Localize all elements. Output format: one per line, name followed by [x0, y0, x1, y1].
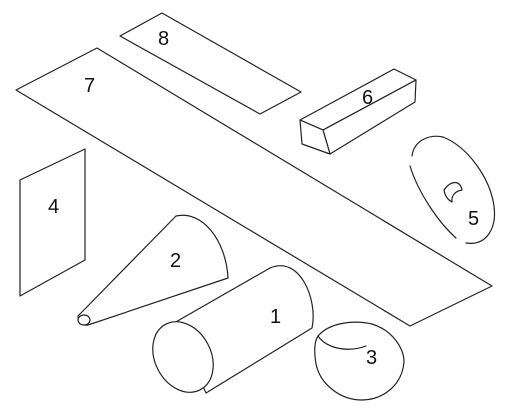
- shape-5-label: 5: [468, 208, 479, 230]
- shape-3-short-cylinder: 3: [314, 321, 405, 401]
- shape-8-plane: 8: [119, 12, 302, 115]
- shape-2-label: 2: [170, 250, 181, 272]
- shape-8-label: 8: [158, 28, 169, 50]
- shape-4-label: 4: [48, 196, 59, 218]
- shape-2-cone: 2: [77, 214, 229, 326]
- shape-3-label: 3: [366, 347, 377, 369]
- shape-6-box: 6: [299, 68, 417, 155]
- shape-7-label: 7: [84, 75, 95, 97]
- shape-4-plane: 4: [19, 148, 86, 297]
- shape-1-cylinder: 1: [152, 265, 314, 394]
- shape-1-label: 1: [270, 306, 281, 328]
- shape-5-disc: 5: [409, 135, 496, 244]
- shape-7-strip: 7: [15, 47, 493, 327]
- shape-6-label: 6: [362, 87, 373, 109]
